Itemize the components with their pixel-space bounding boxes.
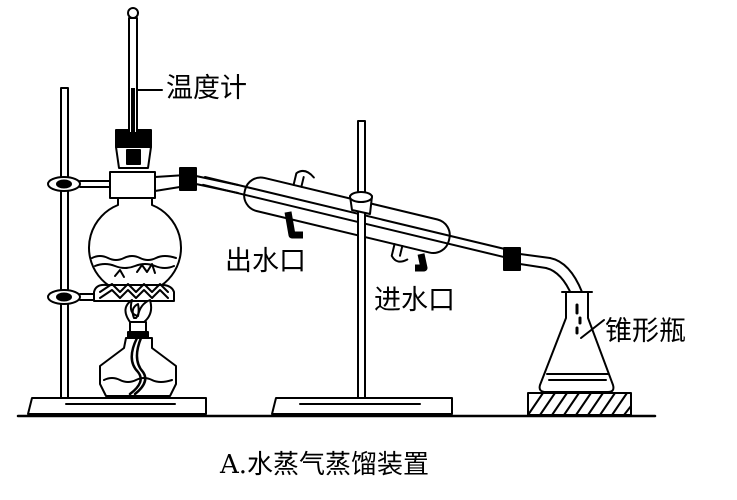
water-outlet-label: 出水口 <box>225 246 306 277</box>
conical-flask <box>538 291 615 393</box>
round-bottom-flask <box>88 171 182 295</box>
left-iron-stand <box>27 87 207 415</box>
diagram-caption: A.水蒸气蒸馏装置 <box>220 450 430 480</box>
lower-clamp <box>47 289 101 305</box>
middle-iron-stand <box>271 120 453 415</box>
conical-flask-label: 锥形瓶 <box>605 316 686 347</box>
alcohol-lamp <box>99 299 177 397</box>
water-inlet-tube <box>415 253 428 272</box>
flask-platform <box>527 392 632 416</box>
thermometer-label: 温度计 <box>166 73 247 104</box>
water-inlet-label: 进水口 <box>374 285 455 316</box>
thermometer-stopper <box>115 129 152 169</box>
side-arm-tube <box>154 167 239 194</box>
water-outlet-tube <box>284 211 303 239</box>
receiving-adapter <box>503 247 583 297</box>
upper-clamp <box>47 176 111 192</box>
thermometer <box>127 7 163 134</box>
wire-gauze <box>93 283 175 302</box>
